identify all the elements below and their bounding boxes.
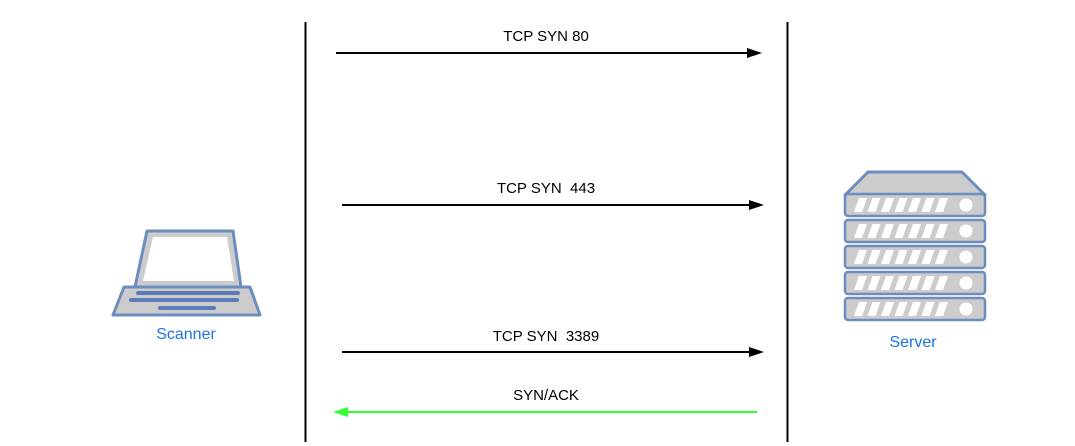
message-arrow-tcp-syn-443 [342,200,764,210]
server-rack-icon [843,170,987,322]
actor-label-server: Server [889,334,937,351]
laptop-icon [111,229,262,317]
server-rack-top [843,170,987,197]
message-arrow-syn-ack [333,407,757,417]
actor-label-scanner: Scanner [156,326,216,343]
message-arrow-tcp-syn-80 [336,48,762,58]
message-arrow-tcp-syn-3389 [342,347,764,357]
laptop-keyboard-lines [129,291,240,310]
message-label-tcp-syn-443: TCP SYN 443 [496,180,596,197]
message-label-tcp-syn-3389: TCP SYN 3389 [492,328,600,345]
laptop-screen [143,237,234,281]
message-label-syn-ack: SYN/ACK [513,387,579,404]
message-label-tcp-syn-80: TCP SYN 80 [503,28,589,45]
server-rack-units [843,192,987,322]
